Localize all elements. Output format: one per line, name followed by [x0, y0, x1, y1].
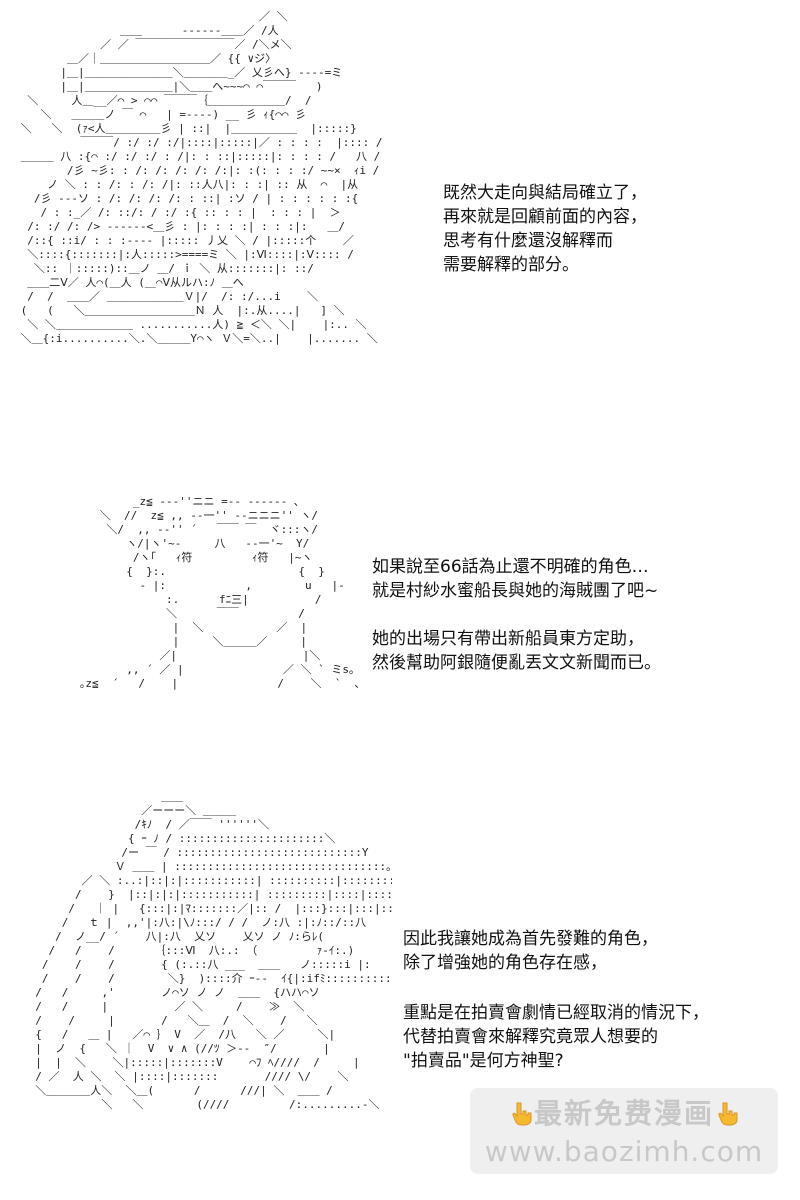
ascii-art-character-captain: ＿＿ ／ーーー＼ ＿＿＿ /ｷﾉ / ／￣￣ ''''''＼ { ｰ ﾉ / :…: [35, 790, 392, 1111]
caption-line: 因此我讓她成為首先發難的角色，: [403, 929, 658, 949]
caption-line: 代替拍賣會來解釋究竟眾人想要的: [403, 1027, 658, 1047]
site-watermark: 最新免费漫画 www.baozimh.com: [470, 1088, 778, 1174]
caption-line: "拍賣品"是何方神聖?: [403, 1051, 564, 1071]
caption-line: 需要解釋的部分。: [443, 255, 579, 275]
pointing-down-hand-icon: [512, 1102, 532, 1126]
caption-panel-2b: 她的出場只有帶出新船員東方定助， 然後幫助阿銀隨便亂丟文文新聞而已。: [372, 627, 661, 675]
caption-line: 既然大走向與結局確立了，: [443, 183, 647, 203]
watermark-title-row: 最新免费漫画: [470, 1096, 778, 1132]
caption-panel-3b: 重點是在拍賣會劇情已經取消的情況下， 代替拍賣會來解釋究竟眾人想要的 "拍賣品"是何…: [403, 1001, 709, 1073]
caption-line: 就是村紗水蜜船長與她的海賊團了吧~: [372, 581, 659, 601]
caption-line: 然後幫助阿銀隨便亂丟文文新聞而已。: [372, 653, 661, 673]
caption-line: 如果說至66話為止還不明確的角色…: [372, 557, 649, 577]
caption-panel-1: 既然大走向與結局確立了， 再來就是回顧前面的內容， 思考有什麼還沒解釋而需要解釋的部…: [443, 181, 647, 277]
ascii-art-character-face: _z≦ ---''ニニ =-- ------ ､ ＼ // z≦ ,, --一'…: [79, 495, 360, 690]
caption-panel-2a: 如果說至66話為止還不明確的角色… 就是村紗水蜜船長與她的海賊團了吧~: [372, 555, 658, 603]
caption-line: 除了增強她的角色存在感，: [403, 953, 607, 973]
caption-line: 思考有什麼還沒解釋而: [443, 231, 613, 251]
caption-line: 重點是在拍賣會劇情已經取消的情況下，: [403, 1003, 709, 1023]
caption-panel-3a: 因此我讓她成為首先發難的角色， 除了增強她的角色存在感，: [403, 927, 658, 975]
ascii-art-character-pointing: ／ ＼ ＿＿ ------＿＿／ /人 ／ ／ ￣￣￣￣￣￣￣￣￣／ /＼メ＼ …: [20, 10, 383, 345]
caption-line: 再來就是回顧前面的內容，: [443, 207, 647, 227]
watermark-title: 最新免费漫画: [533, 1097, 714, 1130]
pointing-down-hand-icon: [718, 1102, 738, 1126]
watermark-url: www.baozimh.com: [484, 1135, 764, 1168]
caption-line: 她的出場只有帶出新船員東方定助，: [372, 629, 644, 649]
